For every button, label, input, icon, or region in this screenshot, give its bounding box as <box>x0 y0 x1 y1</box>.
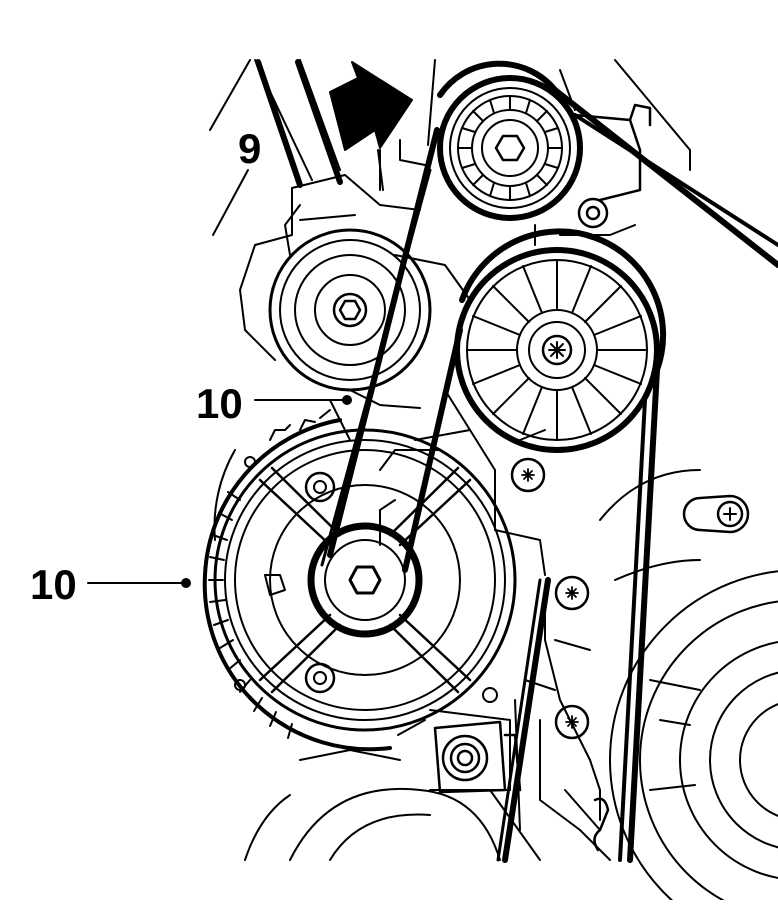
tensioner-ring <box>202 409 392 752</box>
idler-bracket <box>573 103 652 229</box>
callout-belt: 9 <box>238 125 262 172</box>
tensioner-pulley <box>307 522 423 638</box>
callout-tensioner-upper: 10 <box>196 380 243 427</box>
callout-leader-lines <box>87 395 352 588</box>
ribbed-idler-pulley <box>454 247 660 453</box>
arrow-icon <box>329 61 413 191</box>
crankshaft-pulley <box>213 428 517 732</box>
compressor-pulley <box>609 570 778 905</box>
mounting-lug <box>682 494 750 534</box>
upper-idler-pulley <box>437 75 583 221</box>
callout-tensioner-lower: 10 <box>30 561 77 608</box>
mounting-bolts <box>510 457 590 740</box>
alternator-pulley <box>268 228 432 392</box>
drive-belt <box>255 59 778 863</box>
